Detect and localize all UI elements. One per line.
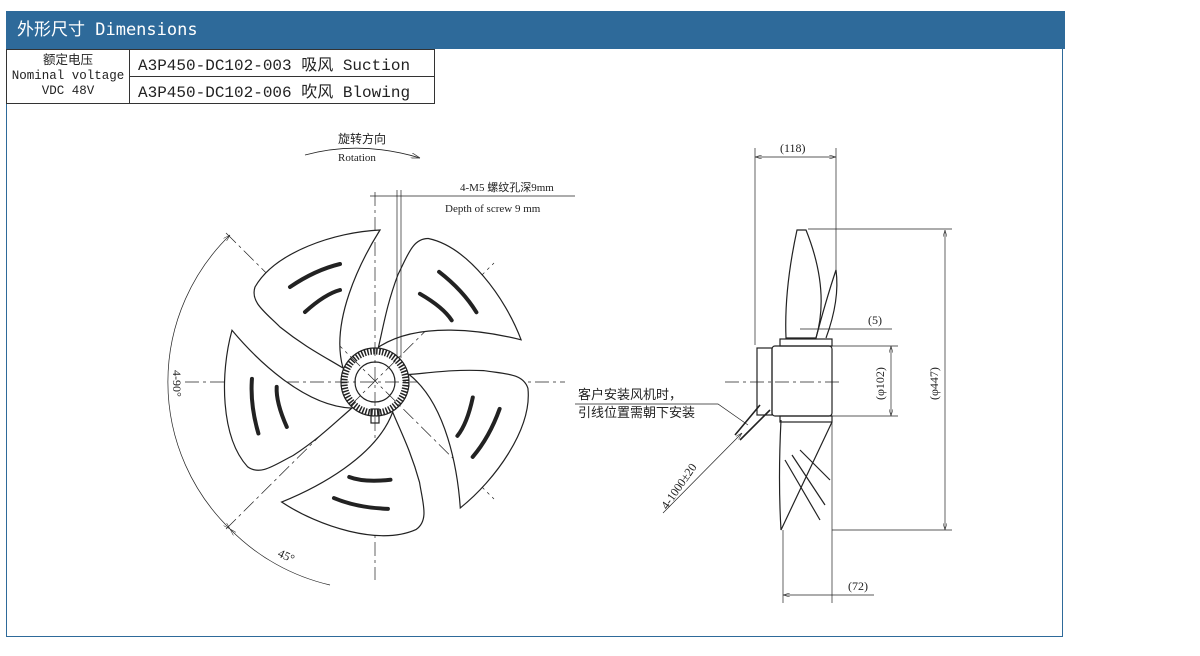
rotation-label-en: Rotation — [338, 152, 376, 164]
voltage-label-cn: 额定电压 — [42, 54, 93, 68]
fan-blade — [223, 329, 354, 471]
model-blowing: A3P450-DC102-006 吹风 Blowing — [129, 76, 435, 104]
screw-label-en: Depth of screw 9 mm — [445, 203, 541, 215]
screw-dimension — [370, 190, 575, 358]
model-suction: A3P450-DC102-003 吸风 Suction — [129, 49, 435, 77]
angle-dimension — [167, 235, 331, 586]
side-view — [725, 229, 840, 531]
drawing-frame — [6, 11, 1063, 637]
fan-blade — [377, 237, 523, 349]
dim-447: (φ447) — [927, 367, 941, 400]
install-note-1: 客户安装风机时， — [578, 387, 682, 402]
cable-length-label: 4-1000±20 — [658, 461, 700, 512]
fan-blades — [223, 229, 529, 537]
section-header: 外形尺寸 Dimensions — [6, 11, 1065, 49]
dim-5: (5) — [868, 313, 882, 327]
angle-45-label: 45° — [276, 546, 297, 566]
fan-blade — [407, 369, 529, 510]
rotation-arrow-icon — [304, 147, 420, 159]
dim-72: (72) — [848, 579, 868, 593]
fan-blade — [280, 410, 425, 537]
spec-table: 额定电压 Nominal voltage VDC 48V A3P450-DC10… — [6, 49, 435, 104]
voltage-label-en: Nominal voltage — [11, 69, 125, 83]
side-dimensions — [575, 148, 952, 603]
angle-90-label: 4-90° — [170, 370, 184, 397]
dim-118: (118) — [780, 141, 806, 155]
screw-label-cn: 4-M5 螺纹孔深9mm — [460, 180, 554, 194]
fan-hub — [340, 347, 410, 424]
voltage-cell: 额定电压 Nominal voltage VDC 48V — [6, 49, 130, 104]
rotation-label-cn: 旋转方向 — [338, 131, 386, 146]
voltage-value: VDC 48V — [41, 84, 95, 98]
dim-102: (φ102) — [873, 367, 887, 400]
install-note-2: 引线位置需朝下安装 — [578, 405, 695, 420]
fan-blade — [253, 229, 382, 370]
